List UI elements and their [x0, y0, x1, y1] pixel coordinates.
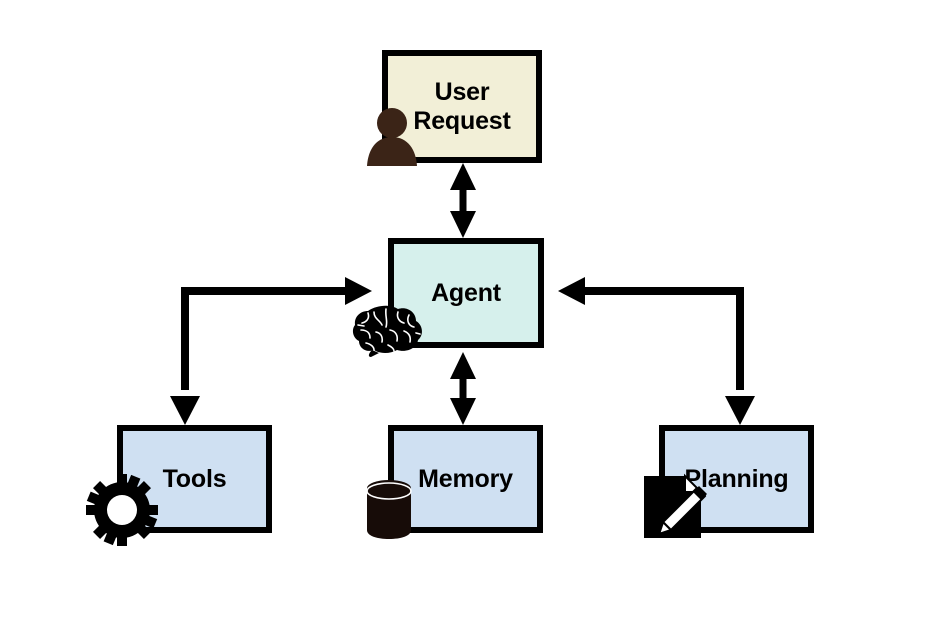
- connector-user-request-to-agent: [450, 163, 476, 238]
- node-planning-label: Planning: [684, 464, 789, 493]
- node-memory[interactable]: Memory: [388, 425, 543, 533]
- connector-agent-to-memory: [450, 352, 476, 425]
- connector-agent-to-planning: [558, 277, 755, 425]
- node-tools-label: Tools: [162, 464, 227, 493]
- node-agent-label: Agent: [431, 278, 501, 307]
- node-tools[interactable]: Tools: [117, 425, 272, 533]
- node-user-request-label: User Request: [413, 77, 511, 135]
- node-user-request[interactable]: User Request: [382, 50, 542, 163]
- node-memory-label: Memory: [418, 464, 513, 493]
- connector-agent-to-tools: [170, 277, 372, 425]
- node-planning[interactable]: Planning: [659, 425, 814, 533]
- node-agent[interactable]: Agent: [388, 238, 544, 348]
